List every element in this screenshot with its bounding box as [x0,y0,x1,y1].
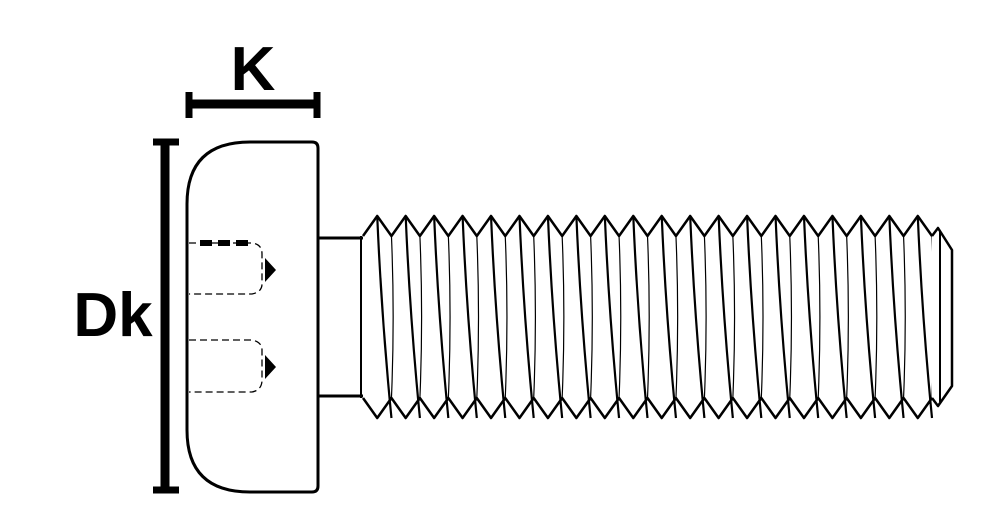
thread-crest-line [717,215,734,419]
thread-root-line [646,235,650,399]
thread-root-line [874,235,878,399]
dk-dimension: Dk [73,138,179,494]
thread-crest-line [376,215,393,419]
thread-crest-line [831,215,848,419]
screw-tip-chamfer [931,226,954,408]
screw-head-outline [185,140,320,494]
thread-crest-line [774,215,791,419]
thread-crest-line [461,215,478,419]
thread-root-line [789,235,793,399]
thread-crest-line [859,215,877,419]
dk-label: Dk [73,281,153,350]
k-dimension: K [185,35,321,118]
thread-root-line [817,235,821,399]
thread-crest-line [603,215,621,419]
thread-crest-line [404,215,421,419]
thread-crest-line [575,215,592,419]
socket-tip-upper [265,258,276,282]
thread-root-line [846,235,849,399]
thread-root-line [675,235,679,399]
thread-root-line [590,235,593,399]
hidden-socket [189,240,276,393]
thread-root-line [703,235,707,399]
thread-root-line [561,235,565,399]
screw-head [185,140,320,494]
thread-root-line [533,235,536,399]
thread-crest-line [433,215,450,419]
thread-root-line [618,235,622,399]
thread-crest-line [689,215,706,419]
screw-thread [361,214,954,420]
thread-crest-line [546,215,564,419]
thread-root-line [760,235,764,399]
thread-root-line [902,235,906,399]
thread-crest-line [632,215,649,419]
thread-crest-line [745,215,763,419]
thread-root-line [504,235,508,399]
thread-crest-line [489,215,507,419]
thread-crest-line [518,215,535,419]
thread-root-line [390,235,394,399]
thread-crest-line [888,215,905,419]
thread-crest-line [802,215,820,419]
thread-root-line [476,235,480,399]
thread-root-line [419,235,423,399]
k-label: K [231,35,276,104]
thread-root-line [732,235,736,399]
thread-crest-line [916,215,934,419]
thread-profile-top [361,214,934,238]
thread-root-line [447,235,451,399]
screw-neck [318,236,363,398]
socket-tip-lower [265,355,276,379]
thread-crest-line [660,215,678,419]
